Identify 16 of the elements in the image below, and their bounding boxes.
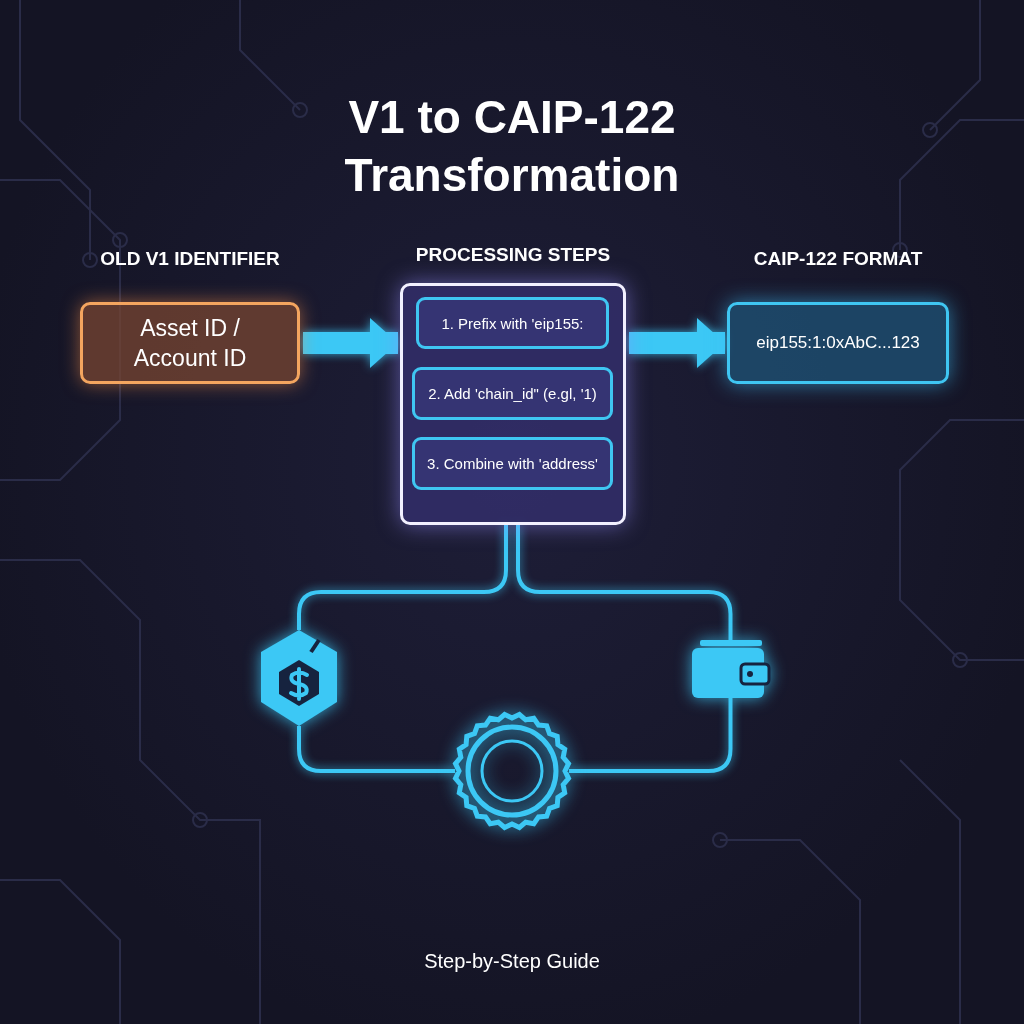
step-box: 2. Add 'chain_id" (e.gl, '1) [412, 367, 613, 420]
arrow [629, 318, 725, 368]
arrow [303, 318, 398, 368]
step-box: 3. Combine with 'address' [412, 437, 613, 490]
connector-line [297, 525, 508, 630]
connector-line [569, 698, 733, 773]
section-heading: OLD V1 IDENTIFIER [99, 248, 281, 270]
section-heading: PROCESSING STEPS [414, 244, 612, 266]
connector-line [516, 525, 733, 640]
footer-note: Step-by-Step Guide [423, 950, 601, 973]
identifier-text: Asset ID / Account ID [132, 314, 248, 373]
identifier-text: eip155:1:0xAbC...123 [756, 333, 920, 353]
connector-line [297, 726, 455, 773]
diagram-title: V1 to CAIP-122 Transformation [343, 90, 681, 203]
section-heading: CAIP-122 FORMAT [752, 248, 924, 270]
step-box: 1. Prefix with 'eip155: [416, 297, 609, 349]
